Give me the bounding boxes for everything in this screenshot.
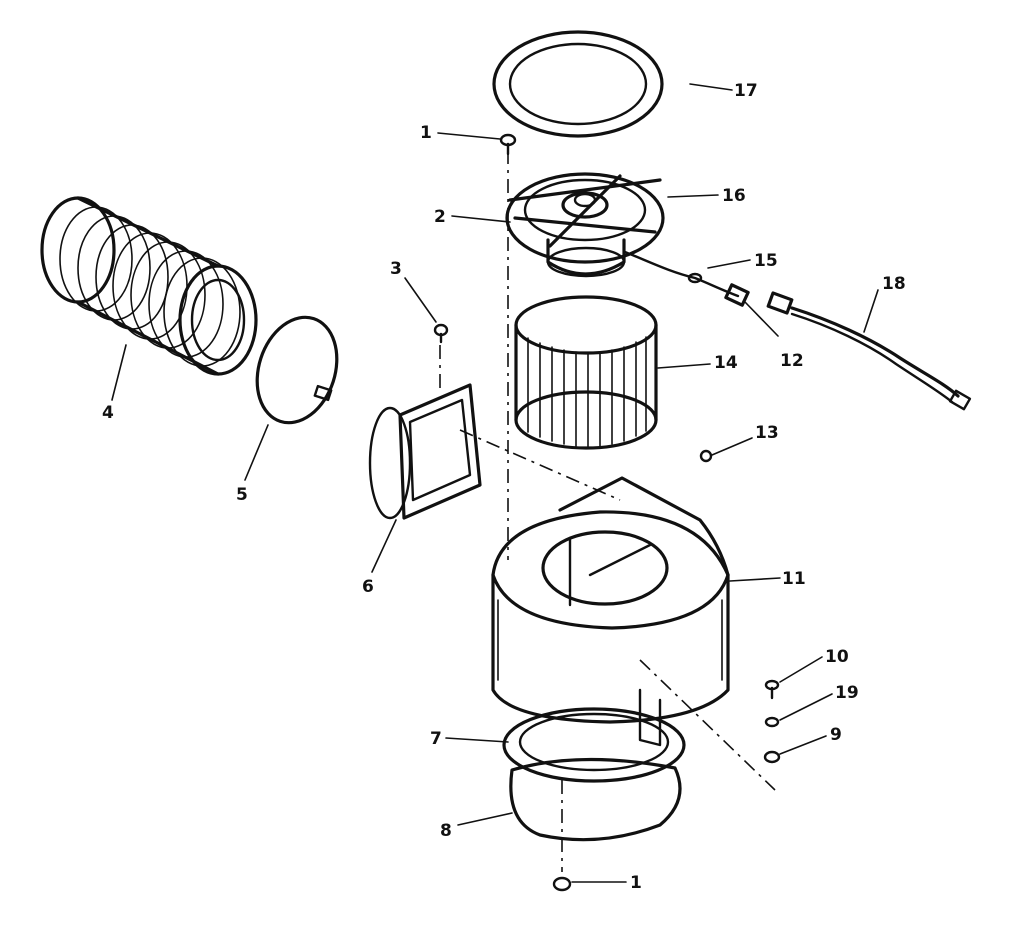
part-13-set-screw	[699, 449, 713, 463]
callout-15: 15	[754, 251, 778, 271]
part-3-screw	[433, 323, 449, 344]
callout-13: 13	[755, 423, 779, 443]
callout-3: 3	[390, 259, 402, 279]
part-15-motor-lead	[623, 250, 740, 298]
leader-lines	[111, 83, 879, 883]
callout-1-top: 1	[420, 123, 432, 143]
part-19-washer	[764, 716, 780, 728]
callout-19: 19	[835, 683, 859, 703]
callout-17: 17	[734, 81, 758, 101]
part-6-transition-adapter	[368, 383, 482, 520]
part-18-wire-harness	[766, 291, 972, 411]
callout-18: 18	[882, 274, 906, 294]
part-5-clamp	[255, 315, 339, 425]
part-9-nut	[763, 750, 781, 764]
callout-12: 12	[780, 351, 804, 371]
callout-10: 10	[825, 647, 849, 667]
callout-5: 5	[236, 485, 248, 505]
callout-6: 6	[362, 577, 374, 597]
callout-labels: 17 1 16 2 15 3 18 12 14 4 13 5 6 11 10 1…	[102, 81, 906, 893]
part-17-gasket-ring	[492, 30, 664, 138]
part-1-top-screw	[499, 133, 517, 156]
callout-11: 11	[782, 569, 806, 589]
part-16-motor-bracket	[505, 172, 665, 264]
part-11-blower-housing	[491, 476, 730, 747]
callout-14: 14	[714, 353, 738, 373]
part-14-blower-wheel	[514, 295, 658, 450]
callout-4: 4	[102, 403, 114, 423]
callout-1-bottom: 1	[630, 873, 642, 893]
part-12-connector	[724, 283, 750, 307]
callout-16: 16	[722, 186, 746, 206]
callout-7: 7	[430, 729, 442, 749]
part-8-bottom-plate	[509, 757, 682, 842]
part-7-gasket	[502, 707, 686, 783]
part-2-motor-body	[546, 238, 626, 278]
part-10-screw	[764, 679, 780, 700]
part-4-flexible-duct	[40, 196, 258, 376]
callout-8: 8	[440, 821, 452, 841]
callout-9: 9	[830, 725, 842, 745]
part-1-bottom-screw	[552, 876, 572, 892]
callout-2: 2	[434, 207, 446, 227]
